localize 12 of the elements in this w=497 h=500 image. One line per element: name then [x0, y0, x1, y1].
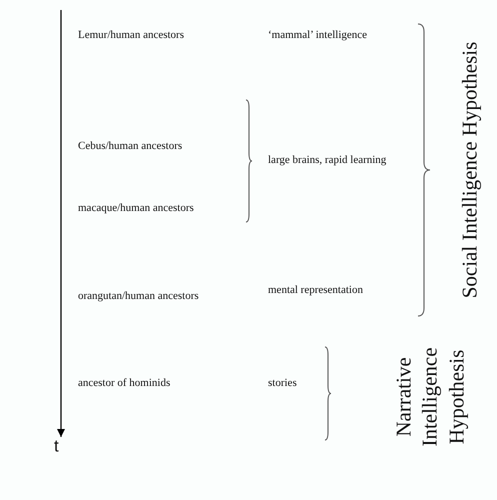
stage-label: large brains, rapid learning [268, 154, 386, 166]
hypothesis-label: Narrative Intelligence Hypothesis [390, 347, 470, 447]
hypothesis-label: Social Intelligence Hypothesis [457, 42, 482, 298]
stage-label: macaque/human ancestors [78, 202, 194, 214]
stage-label: ‘mammal’ intelligence [268, 28, 368, 42]
axis-label: t [54, 438, 59, 456]
stage-label: mental representation [268, 284, 363, 296]
stage-label: ancestor of hominids [78, 376, 170, 390]
stage-label: Cebus/human ancestors [78, 140, 182, 152]
stage-label: Lemur/human ancestors [78, 28, 184, 42]
stage-label: stories [268, 376, 297, 390]
stage-label: orangutan/human ancestors [78, 290, 199, 302]
